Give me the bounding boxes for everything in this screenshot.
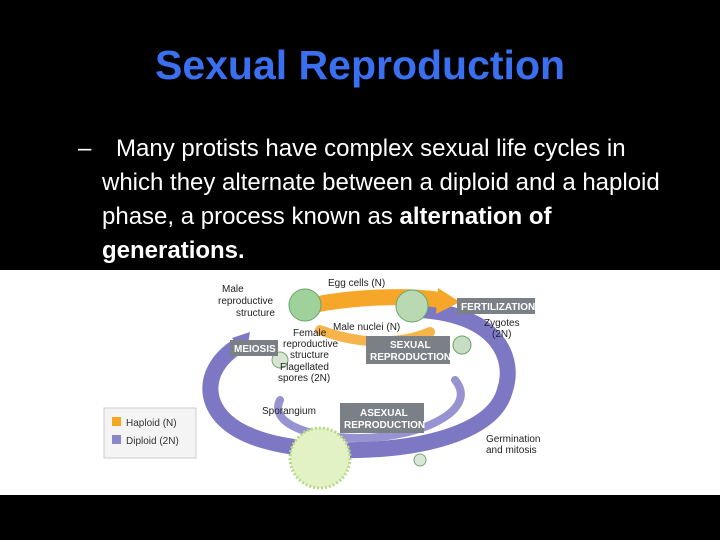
label-male-structure-3: structure [236,308,275,319]
legend-box [103,407,197,459]
sexual-tag-bg [366,336,450,364]
label-male-structure: Male [222,284,244,295]
egg-cell [395,289,429,323]
bullet-point: – Many protists have complex sexual life… [78,132,678,268]
sporangium-cell [288,426,352,490]
label-female-structure-2: reproductive [283,339,338,350]
label-flagellated: Flagellated [280,362,329,373]
bullet-dash: – [78,135,92,162]
legend-swatch-haploid [112,417,121,426]
zygote-cell [452,335,472,355]
label-egg-cells: Egg cells (N) [328,278,385,289]
asexual-cycle-arrow [274,376,465,443]
haploid-arrowhead [436,288,460,314]
life-cycle-figure: Male reproductive structure Egg cells (N… [0,270,720,495]
sexual-tag: SEXUAL [390,340,431,351]
label-male-nuclei: Male nuclei (N) [333,322,400,333]
label-sporangium: Sporangium [262,406,316,417]
asexual-tag: ASEXUAL [360,408,408,419]
slide-title: Sexual Reproduction [154,42,566,88]
fertilization-tag-bg [457,298,535,314]
fertilization-tag: FERTILIZATION [461,302,535,313]
label-zygotes-2: (2N) [492,329,511,340]
meiosis-tag-bg [230,340,278,356]
asexual-tag-2: REPRODUCTION [344,420,425,431]
bullet-text: Many protists have complex sexual life c… [78,132,678,268]
meiosis-tag: MEIOSIS [234,344,276,355]
label-male-structure-2: reproductive [218,296,273,307]
label-zygotes: Zygotes [484,318,520,329]
legend-swatch-diploid [112,435,121,444]
bullet-text-bold: alternation of generations. [102,203,552,264]
sexual-tag-2: REPRODUCTION [370,352,451,363]
legend-label-diploid: Diploid (2N) [126,436,179,447]
label-germination-2: and mitosis [486,445,537,456]
bullet-text-regular: Many protists have complex sexual life c… [102,135,660,230]
legend-label-haploid: Haploid (N) [126,418,177,429]
asexual-tag-bg [340,403,424,433]
label-female-structure-3: structure [290,350,329,361]
diploid-cycle-arrow [202,302,516,459]
male-structure-cell [288,288,322,322]
label-flagellated-2: spores (2N) [278,373,330,384]
germinating-cell [413,453,427,467]
label-germination: Germination [486,434,540,445]
life-cycle-diagram: Male reproductive structure Egg cells (N… [103,278,540,490]
label-female-structure: Female [293,328,327,339]
